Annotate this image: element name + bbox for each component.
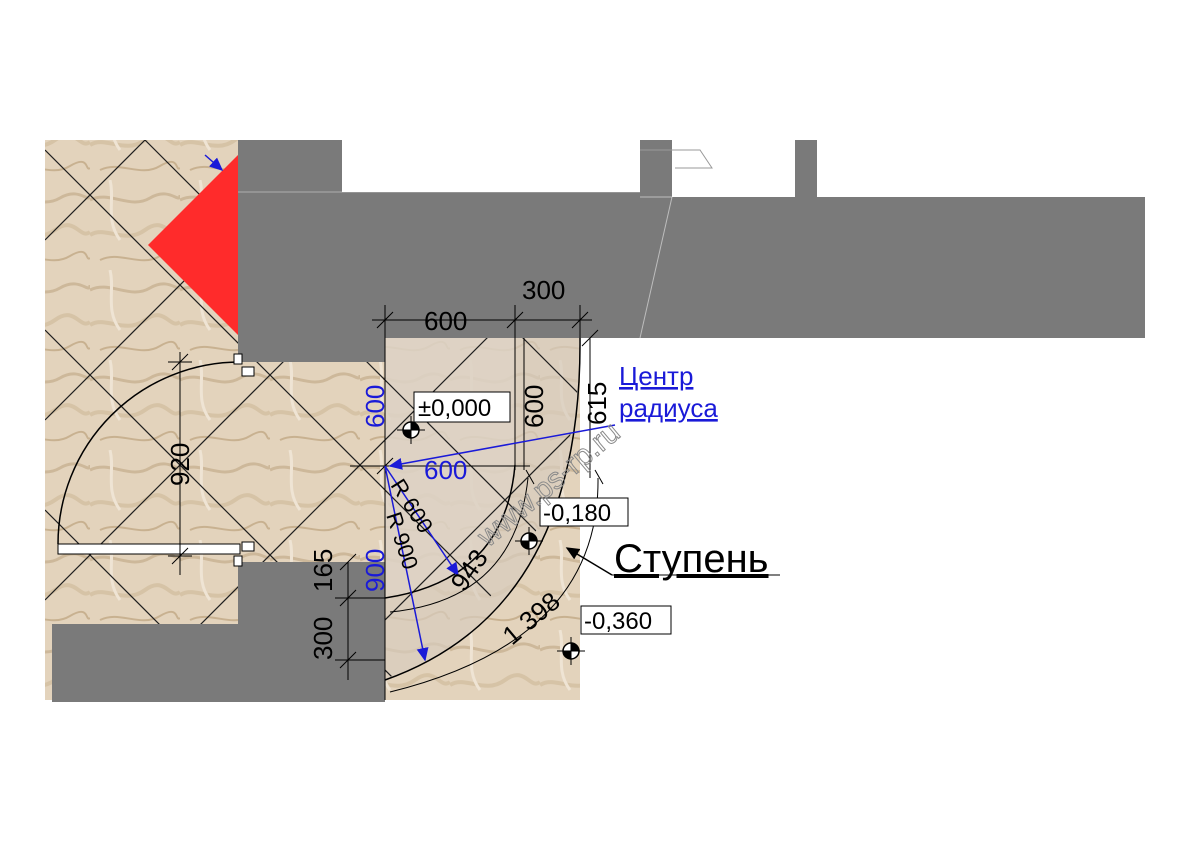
dim-920-text: 920: [165, 443, 195, 486]
step-label: Ступень: [565, 537, 780, 581]
level-step-lower-text: -0,360: [584, 608, 652, 635]
level-step-lower: -0,360: [557, 605, 672, 665]
dimension-top: 600 300: [372, 275, 592, 470]
walls: [52, 140, 1145, 702]
dim-615-text: 615: [582, 382, 612, 425]
level-floor: ±0,000: [397, 391, 511, 444]
wall-details: [238, 149, 713, 339]
level-marker-icon: [515, 527, 543, 555]
dim-600-left-blue-text: 600: [360, 385, 390, 428]
level-floor-text: ±0,000: [418, 395, 491, 422]
arrow-icon: [204, 154, 224, 171]
dimension-left-stack: 165 300 900: [308, 549, 390, 680]
dimension-615: 615: [581, 329, 612, 478]
dim-300-top-text: 300: [522, 275, 565, 305]
radius-lines: R 600 R 900 943 1 398: [381, 465, 566, 662]
level-step-upper: -0,180: [515, 497, 629, 555]
center-label-line1: Центр: [619, 361, 693, 391]
dim-165-text: 165: [308, 549, 338, 592]
level-marker-icon: [397, 416, 425, 444]
dim-600-mid-blue-text: 600: [424, 455, 467, 485]
dimension-600-vertical: 600: [519, 338, 549, 470]
center-label-line2: радиуса: [619, 393, 718, 423]
step-arcs: [384, 337, 604, 693]
level-step-upper-text: -0,180: [543, 500, 611, 527]
dimension-920: 920: [165, 352, 195, 575]
red-triangle-marker: [148, 155, 238, 335]
dim-300-left-text: 300: [308, 617, 338, 660]
radius-center-dimensions: 600 600: [350, 338, 530, 700]
door: [57, 353, 255, 567]
step-label-text: Ступень: [614, 537, 769, 581]
level-marker-icon: [557, 637, 585, 665]
dim-600-top-text: 600: [424, 306, 467, 336]
dim-600-vertical-text: 600: [519, 385, 549, 428]
center-of-radius-label: Центр радиуса: [388, 361, 718, 470]
dim-900-blue-text: 900: [360, 549, 390, 592]
